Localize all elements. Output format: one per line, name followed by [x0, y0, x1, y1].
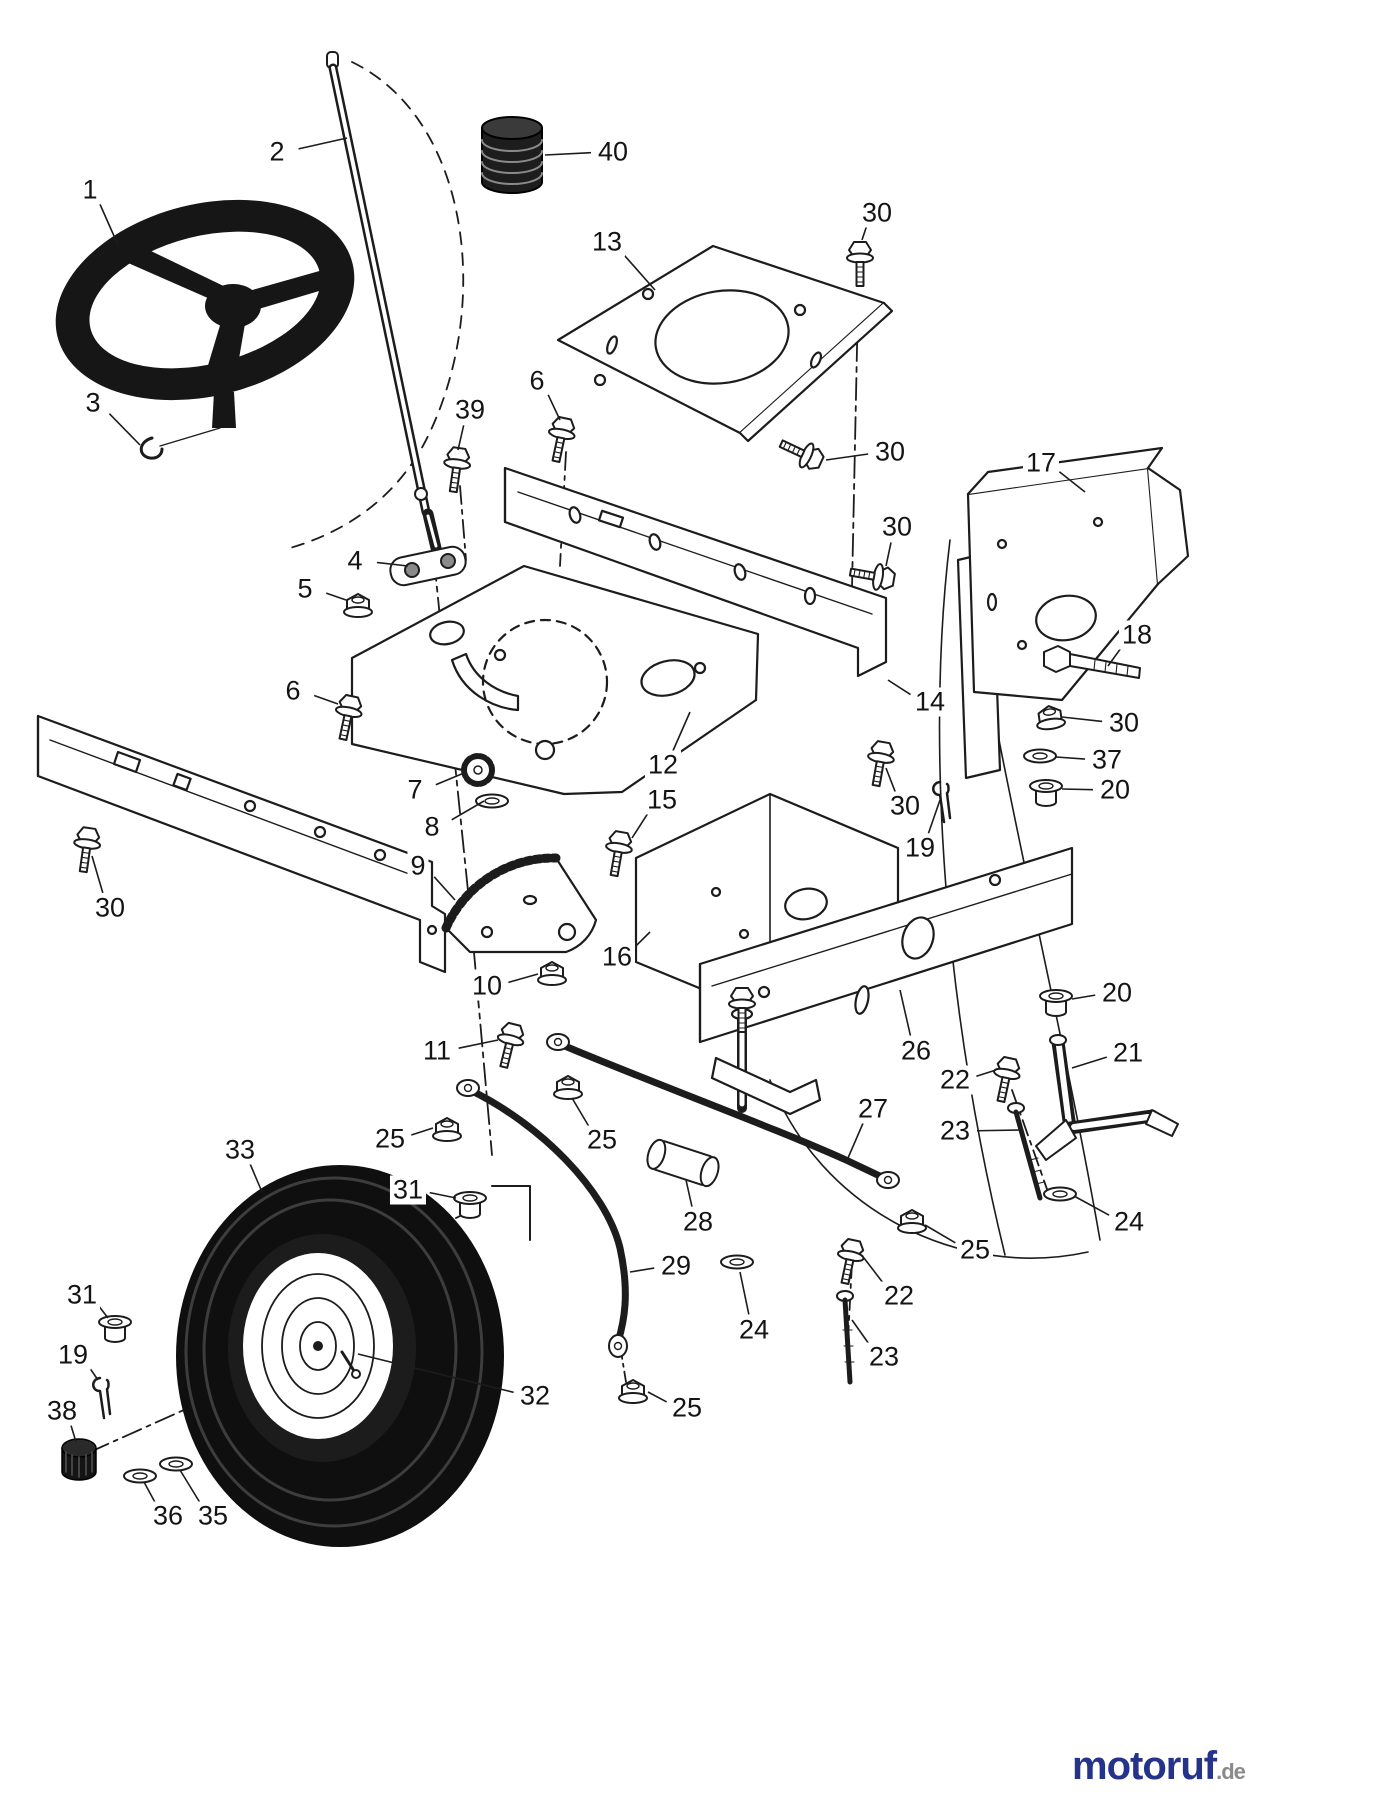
callout-30: 30 [858, 198, 896, 228]
callout-30: 30 [1105, 708, 1143, 738]
callout-30: 30 [91, 893, 129, 923]
motoruf-logo-suffix: .de [1216, 1759, 1246, 1784]
callout-19: 19 [901, 833, 939, 863]
callout-30: 30 [871, 437, 909, 467]
rear-wheel [176, 1165, 504, 1547]
callout-14: 14 [911, 687, 949, 717]
callout-35: 35 [194, 1501, 232, 1531]
carriage-bolt-23a [1007, 1102, 1045, 1201]
callout-7: 7 [404, 775, 426, 805]
support-bracket [956, 446, 1190, 780]
callout-24: 24 [1110, 1207, 1148, 1237]
callout-30: 30 [886, 791, 924, 821]
frame-assembly [698, 846, 1074, 1116]
callout-39: 39 [451, 395, 489, 425]
callout-27: 27 [854, 1094, 892, 1124]
callout-11: 11 [419, 1036, 455, 1066]
callout-12: 12 [644, 750, 682, 780]
callout-40: 40 [594, 137, 632, 167]
tie-rod [546, 1033, 900, 1189]
steering-pinion [461, 753, 495, 787]
callout-5: 5 [294, 574, 316, 604]
washer-stack [481, 116, 543, 194]
drag-link-bushing [646, 1138, 720, 1188]
callout-8: 8 [421, 812, 443, 842]
callout-15: 15 [643, 785, 681, 815]
retainer-clip [139, 436, 164, 460]
callout-18: 18 [1118, 620, 1156, 650]
seat-plate [556, 244, 894, 443]
callout-32: 32 [516, 1381, 554, 1411]
callout-17: 17 [1022, 448, 1060, 478]
callout-38: 38 [43, 1396, 81, 1426]
callout-9: 9 [407, 851, 429, 881]
sector-gear [441, 853, 598, 954]
callout-13: 13 [588, 227, 626, 257]
callout-3: 3 [82, 388, 104, 418]
callout-4: 4 [344, 546, 366, 576]
axle-cap [61, 1438, 97, 1481]
steering-wheel [55, 199, 355, 447]
fasteners [69, 241, 1077, 1484]
callout-10: 10 [468, 971, 506, 1001]
callout-24: 24 [735, 1315, 773, 1345]
callout-22: 22 [936, 1065, 974, 1095]
frame-rail-left [36, 714, 447, 974]
callout-30: 30 [878, 512, 916, 542]
callout-2: 2 [266, 137, 288, 167]
callout-16: 16 [598, 942, 636, 972]
callout-20: 20 [1096, 775, 1134, 805]
callout-22: 22 [880, 1281, 918, 1311]
callout-20: 20 [1098, 978, 1136, 1008]
carriage-bolt-23b [836, 1290, 855, 1385]
motoruf-logo-text: motoruf [1072, 1744, 1217, 1788]
motoruf-watermark: motoruf.de [1072, 1744, 1246, 1788]
callout-25: 25 [956, 1235, 994, 1265]
callout-25: 25 [668, 1393, 706, 1423]
callout-26: 26 [897, 1036, 935, 1066]
callout-36: 36 [149, 1501, 187, 1531]
callout-1: 1 [79, 175, 101, 205]
callout-28: 28 [679, 1207, 717, 1237]
steering-shaft [326, 51, 442, 554]
spindle [1035, 1034, 1179, 1161]
bracket-lines [491, 1185, 531, 1241]
callout-19: 19 [54, 1340, 92, 1370]
shaft-bearing [389, 545, 467, 587]
callout-25: 25 [371, 1124, 409, 1154]
callout-21: 21 [1109, 1038, 1147, 1068]
callout-31: 31 [63, 1280, 101, 1310]
hex-bolt-18 [1043, 645, 1141, 679]
callout-6: 6 [282, 676, 304, 706]
callout-37: 37 [1088, 745, 1126, 775]
frame-rail-right [503, 466, 888, 678]
drag-link [456, 1079, 629, 1358]
callout-23: 23 [936, 1116, 974, 1146]
callout-29: 29 [657, 1251, 695, 1281]
callout-25: 25 [583, 1125, 621, 1155]
callout-31: 31 [389, 1175, 427, 1205]
callout-33: 33 [221, 1135, 259, 1165]
callout-23: 23 [865, 1342, 903, 1372]
callout-6: 6 [526, 366, 548, 396]
